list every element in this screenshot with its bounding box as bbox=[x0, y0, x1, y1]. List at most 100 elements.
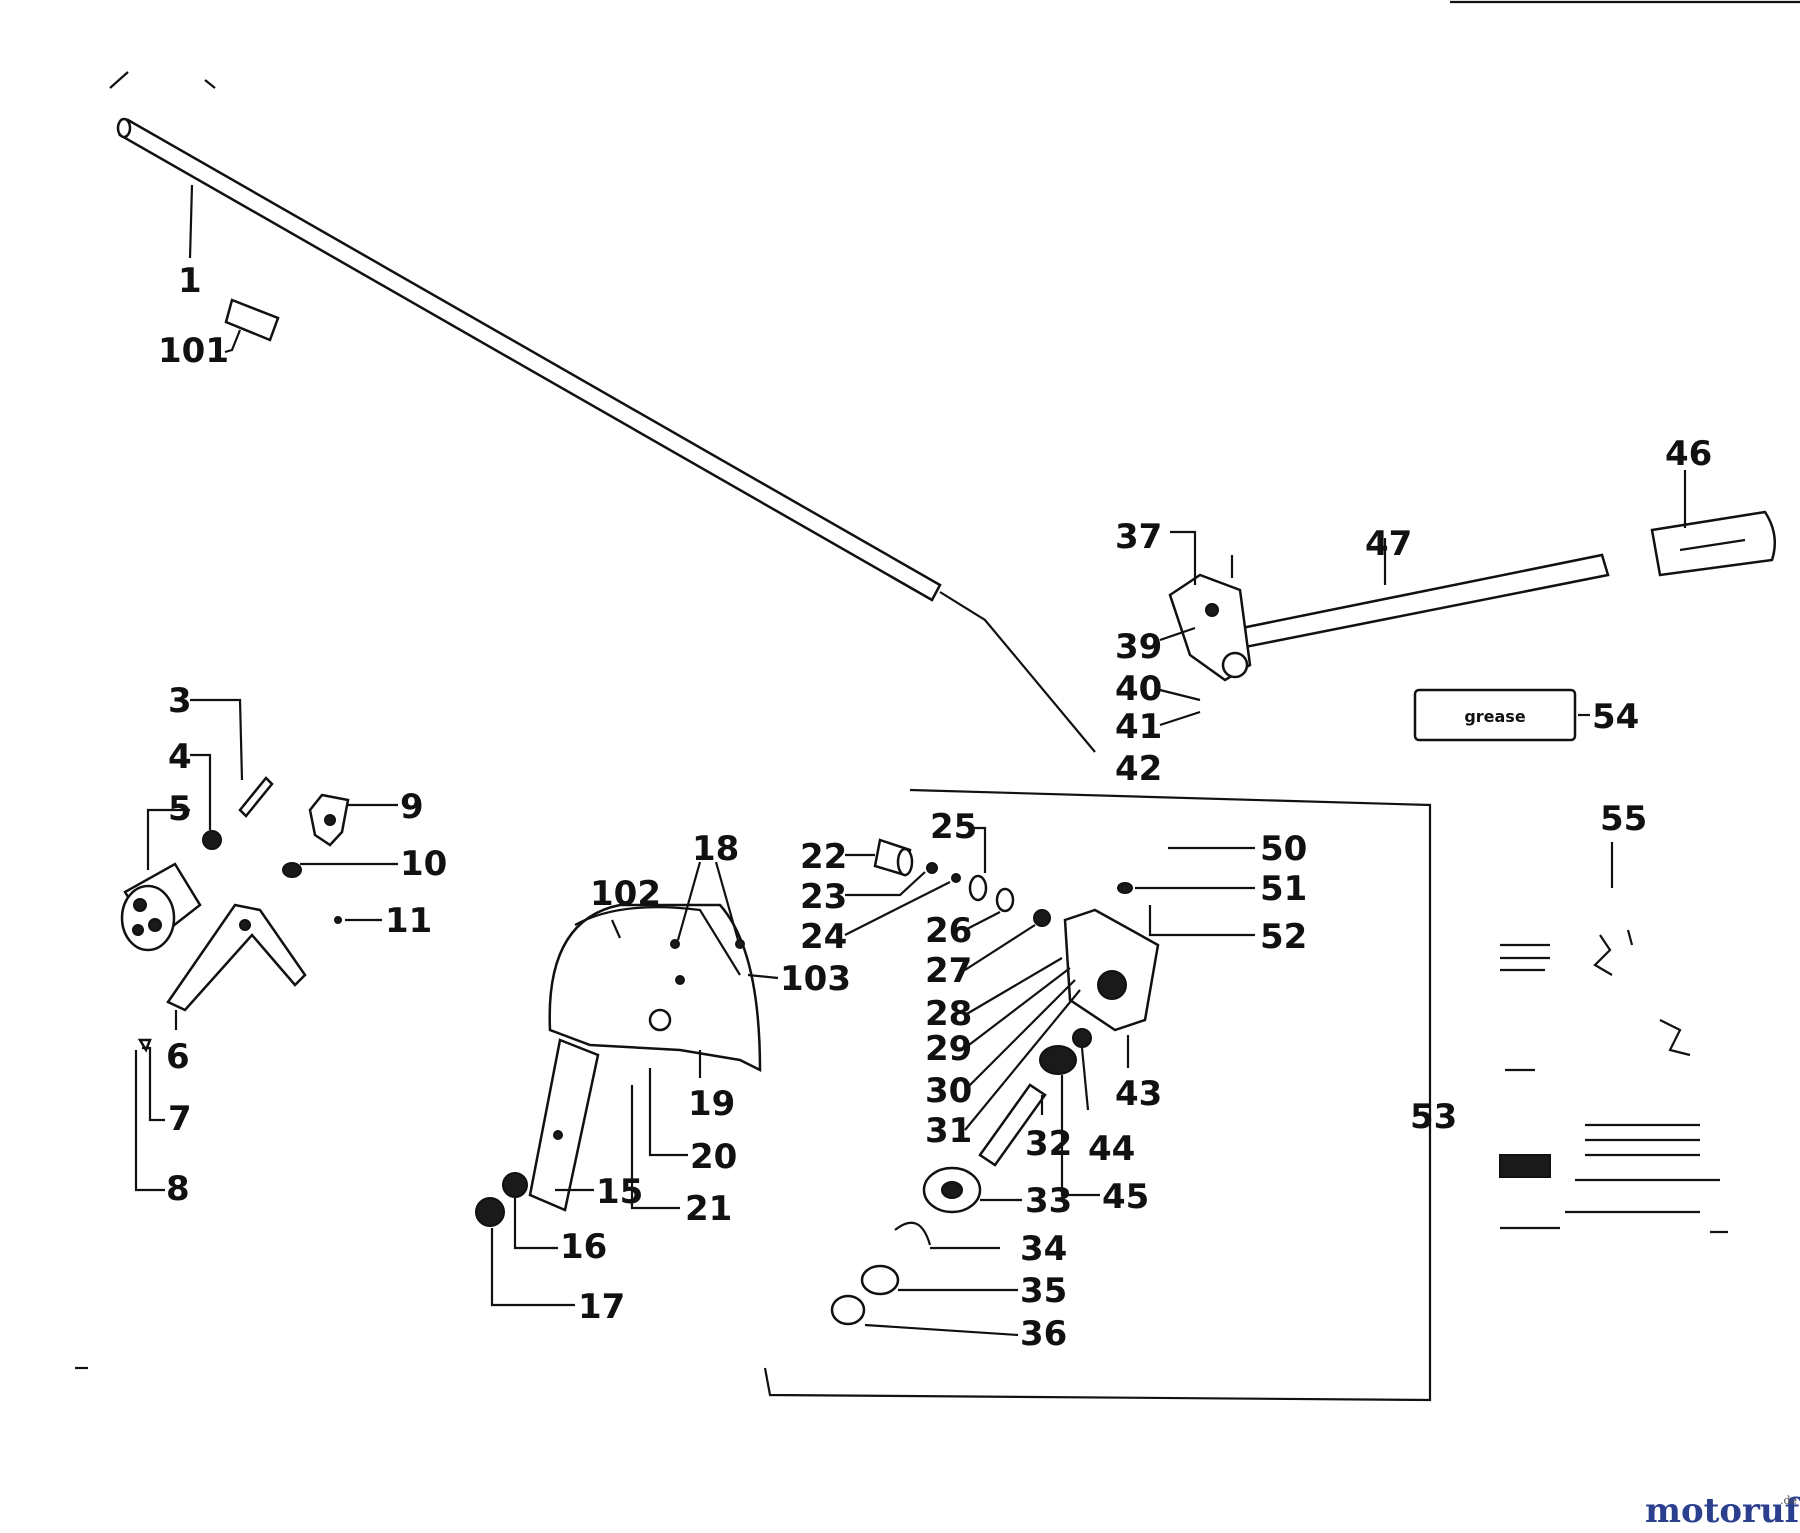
label-11: 11 bbox=[385, 901, 432, 941]
part-handle-clamp bbox=[1168, 573, 1252, 682]
part-5-drum bbox=[120, 862, 202, 952]
part-19-guard bbox=[548, 903, 762, 1073]
part-6-bracket bbox=[166, 903, 307, 1012]
leader-36 bbox=[864, 1323, 1019, 1337]
drive-shaft bbox=[109, 71, 1096, 753]
part-10-washer bbox=[282, 862, 302, 878]
part-16-nut bbox=[502, 1172, 528, 1198]
part-55-manual bbox=[1499, 929, 1728, 1234]
leader-17 bbox=[490, 1228, 575, 1307]
label-43: 43 bbox=[1115, 1074, 1162, 1114]
leader-37 bbox=[1170, 530, 1197, 585]
label-28: 28 bbox=[925, 994, 972, 1034]
part-32-shaft bbox=[978, 1083, 1047, 1167]
leader-1 bbox=[188, 184, 194, 259]
label-102: 102 bbox=[590, 874, 661, 914]
label-29: 29 bbox=[925, 1029, 972, 1069]
leader-30 bbox=[964, 979, 1076, 1091]
part-18-screw-a bbox=[670, 939, 680, 949]
label-51: 51 bbox=[1260, 869, 1307, 909]
label-47: 47 bbox=[1365, 524, 1412, 564]
part-9-clip bbox=[308, 793, 350, 847]
leader-4 bbox=[190, 753, 212, 830]
leader-16 bbox=[513, 1198, 558, 1250]
part-15-blade-arm bbox=[528, 1038, 600, 1212]
leader-5 bbox=[146, 808, 190, 870]
label-40: 40 bbox=[1115, 669, 1162, 709]
part-101-tag bbox=[224, 298, 280, 354]
part-36-plug bbox=[830, 1294, 866, 1326]
label-36: 36 bbox=[1020, 1314, 1067, 1354]
label-26: 26 bbox=[925, 911, 972, 951]
leader-24 bbox=[844, 881, 951, 936]
label-33: 33 bbox=[1025, 1181, 1072, 1221]
leader-21 bbox=[630, 1085, 680, 1210]
leader-45 bbox=[1060, 1075, 1100, 1197]
label-37: 37 bbox=[1115, 517, 1162, 557]
label-53: 53 bbox=[1410, 1097, 1457, 1137]
leader-41 bbox=[1159, 710, 1201, 727]
leader-18 bbox=[676, 861, 740, 941]
label-21: 21 bbox=[685, 1189, 732, 1229]
leader-52 bbox=[1148, 905, 1255, 937]
label-103: 103 bbox=[780, 959, 851, 999]
part-17-nut bbox=[475, 1197, 505, 1227]
part-23-washer bbox=[926, 862, 938, 874]
label-35: 35 bbox=[1020, 1271, 1067, 1311]
part-3-screw bbox=[238, 776, 274, 818]
label-50: 50 bbox=[1260, 829, 1307, 869]
watermark: motoruf bbox=[1645, 1491, 1800, 1531]
leader-39 bbox=[1159, 626, 1196, 642]
label-30: 30 bbox=[925, 1071, 972, 1111]
leader-3 bbox=[190, 698, 244, 781]
part-4-nut bbox=[202, 830, 222, 850]
leader-23 bbox=[845, 871, 926, 897]
label-5: 5 bbox=[168, 789, 192, 829]
label-41: 41 bbox=[1115, 707, 1162, 747]
part-44-ball bbox=[1072, 1028, 1092, 1048]
label-31: 31 bbox=[925, 1111, 972, 1151]
part-27-cap bbox=[1033, 909, 1051, 927]
leader-20 bbox=[648, 1068, 688, 1157]
label-24: 24 bbox=[800, 917, 847, 957]
part-46-grip bbox=[1650, 510, 1777, 577]
leader-31 bbox=[964, 989, 1081, 1131]
label-52: 52 bbox=[1260, 917, 1307, 957]
leader-40 bbox=[1159, 688, 1201, 702]
part-7-pin bbox=[137, 1038, 152, 1053]
watermark-suffix: .de bbox=[1780, 1494, 1797, 1507]
label-10: 10 bbox=[400, 844, 447, 884]
label-6: 6 bbox=[166, 1037, 190, 1077]
part-51-washer bbox=[1117, 882, 1133, 894]
label-45: 45 bbox=[1102, 1177, 1149, 1217]
watermark-main: motoruf bbox=[1645, 1491, 1800, 1531]
label-7: 7 bbox=[168, 1099, 192, 1139]
leader-102 bbox=[610, 919, 622, 939]
label-25: 25 bbox=[930, 807, 977, 847]
label-42: 42 bbox=[1115, 749, 1162, 789]
label-54: 54 bbox=[1592, 697, 1639, 737]
label-3: 3 bbox=[168, 681, 192, 721]
part-22-sleeve bbox=[873, 838, 914, 877]
label-23: 23 bbox=[800, 877, 847, 917]
label-101: 101 bbox=[158, 331, 229, 371]
label-17: 17 bbox=[578, 1287, 625, 1327]
leader-103 bbox=[747, 973, 779, 980]
leader-8 bbox=[134, 1050, 165, 1192]
part-45-bearing bbox=[1039, 1045, 1077, 1075]
label-44: 44 bbox=[1088, 1129, 1135, 1169]
label-39: 39 bbox=[1115, 627, 1162, 667]
leader-26 bbox=[964, 911, 1001, 931]
part-43-housing bbox=[1063, 908, 1160, 1032]
leader-7 bbox=[142, 1046, 165, 1122]
part-33-hub bbox=[922, 1166, 982, 1214]
part-34-circlip bbox=[894, 1221, 932, 1246]
label-20: 20 bbox=[690, 1137, 737, 1177]
label-27: 27 bbox=[925, 951, 972, 991]
label-18: 18 bbox=[692, 829, 739, 869]
leader-44 bbox=[1080, 1047, 1090, 1111]
label-22: 22 bbox=[800, 837, 847, 877]
label-32: 32 bbox=[1025, 1124, 1072, 1164]
grease-label: grease bbox=[1464, 707, 1526, 726]
